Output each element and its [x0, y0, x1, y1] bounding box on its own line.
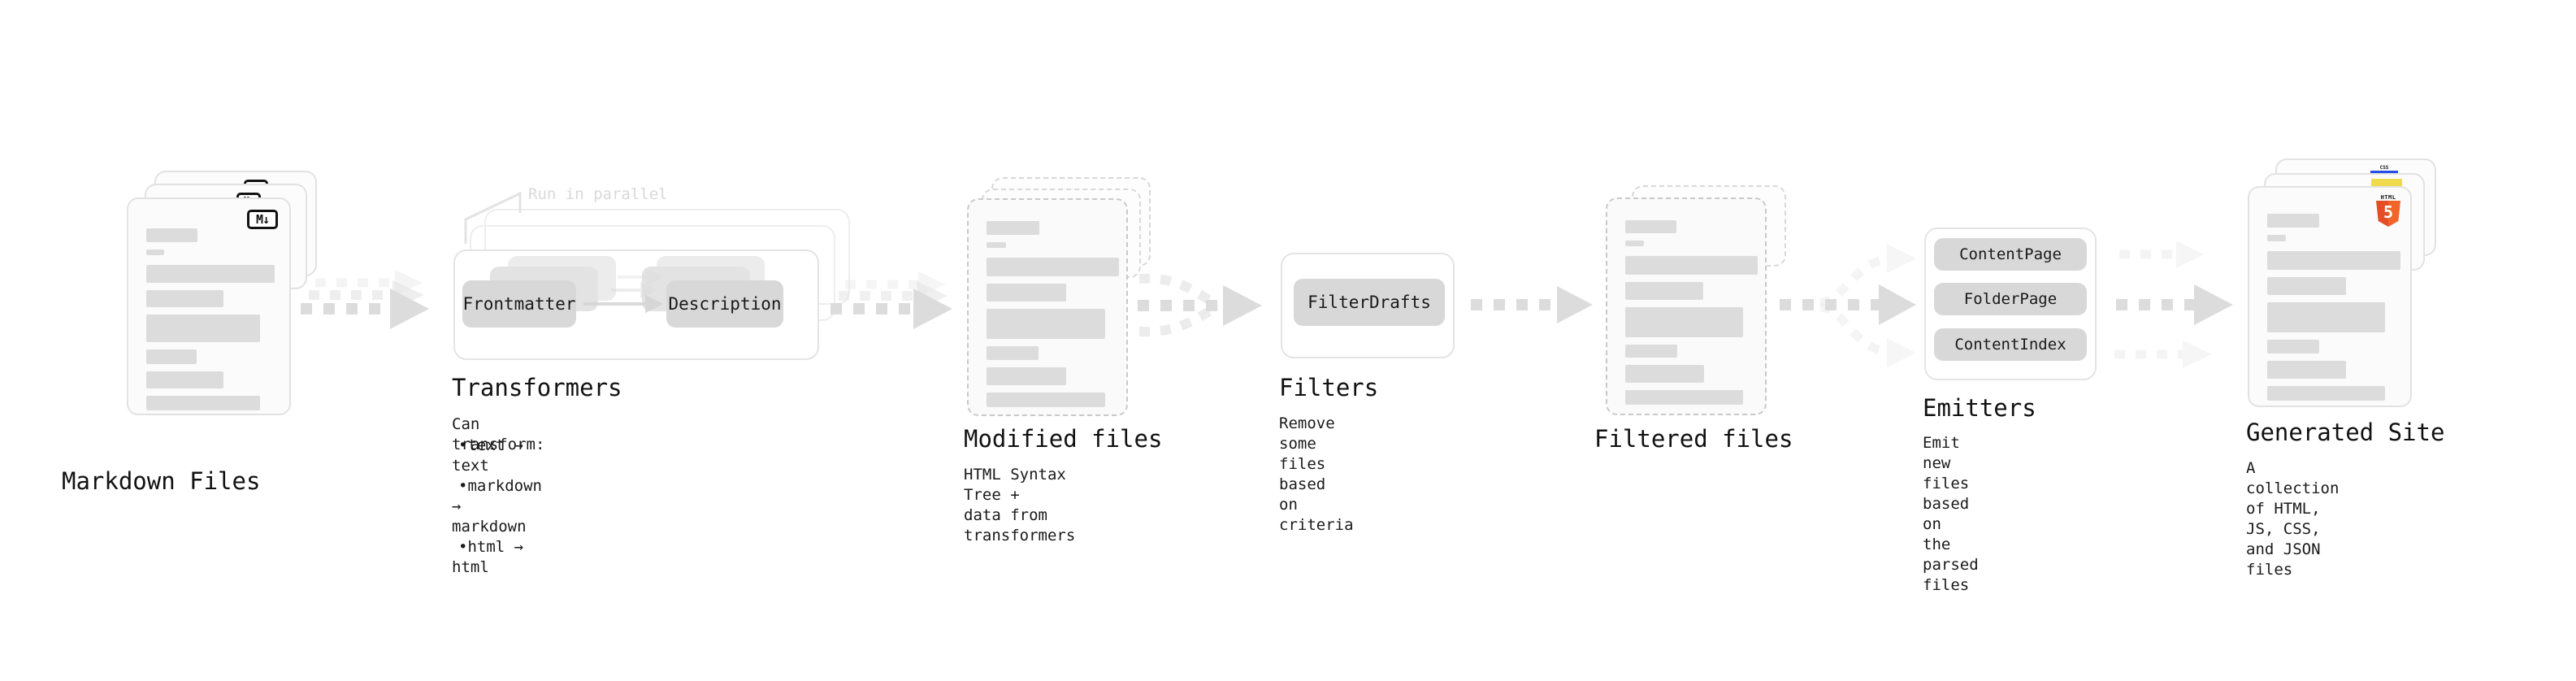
transformers-bullets: text → text markdown → markdown html → h…	[452, 436, 542, 578]
transformers-bullet: text → text	[452, 436, 542, 476]
transformers-annotation: Run in parallel	[528, 185, 668, 203]
markdown-badge-text: M↓	[255, 211, 270, 227]
filters-title: Filters	[1279, 374, 1379, 401]
markdown-content-lines	[146, 228, 275, 418]
transformer-chip-description[interactable]: Description	[666, 280, 783, 327]
transformers-bullet: html → html	[452, 537, 542, 578]
filter-chip-filterdrafts[interactable]: FilterDrafts	[1294, 279, 1445, 326]
generated-subtitle: A collection of HTML, JS, CSS, and JSON …	[2246, 459, 2340, 579]
filtered-card-front	[1606, 197, 1767, 415]
css-icon: CSS	[2370, 165, 2399, 175]
markdown-card-front: M↓	[127, 197, 291, 415]
html5-icon-number: 5	[2383, 202, 2394, 222]
transformers-bullet: markdown → markdown	[452, 476, 542, 537]
filtered-content-lines	[1625, 220, 1758, 412]
emitter-chip-contentindex[interactable]: ContentIndex	[1934, 328, 2087, 361]
emitter-chip-contentpage[interactable]: ContentPage	[1934, 238, 2087, 271]
filter-chip-label: FilterDrafts	[1308, 293, 1431, 312]
modified-content-lines	[987, 221, 1119, 414]
css-icon-label: CSS	[2379, 165, 2389, 171]
modified-title: Modified files	[964, 425, 1163, 453]
transformers-title: Transformers	[452, 374, 622, 401]
emitters-title: Emitters	[1923, 394, 2036, 422]
emitter-chip-folderpage[interactable]: FolderPage	[1934, 283, 2087, 315]
generated-title: Generated Site	[2246, 419, 2445, 446]
generated-content-lines	[2267, 214, 2400, 408]
filtered-title: Filtered files	[1594, 425, 1793, 453]
html5-icon: HTML 5	[2374, 194, 2402, 227]
generated-card-front: HTML 5	[2248, 186, 2412, 407]
emitter-chip-label: ContentPage	[1959, 245, 2062, 263]
modified-subtitle: HTML Syntax Tree + data from transformer…	[964, 466, 1076, 544]
transformer-chip-label: Description	[668, 294, 782, 314]
modified-card-front	[967, 198, 1128, 416]
html5-icon-label: HTML	[2380, 194, 2396, 201]
filters-subtitle: Remove some files based on criteria	[1279, 414, 1354, 534]
transformer-chip-label: Frontmatter	[462, 294, 576, 314]
transformer-chip-frontmatter[interactable]: Frontmatter	[462, 280, 576, 327]
markdown-icon: M↓	[247, 210, 278, 229]
css-icon-bar	[2370, 171, 2398, 175]
emitter-chip-label: FolderPage	[1963, 290, 2058, 308]
markdown-title: Markdown Files	[62, 467, 261, 495]
emitters-subtitle: Emit new files based on the parsed files	[1923, 434, 1979, 594]
emitter-chip-label: ContentIndex	[1954, 336, 2066, 354]
